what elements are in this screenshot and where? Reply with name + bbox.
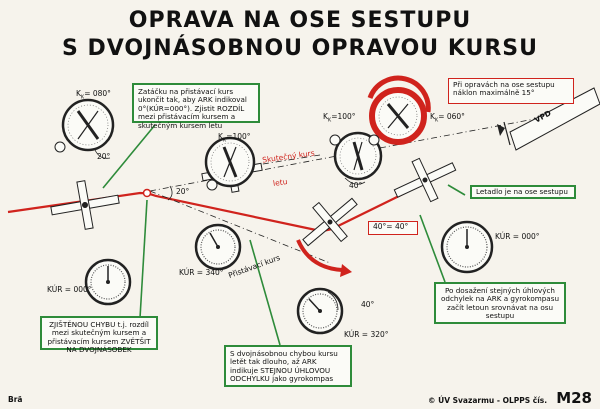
marker-circle-4 bbox=[368, 134, 380, 146]
ark-instrument-2 bbox=[204, 136, 256, 188]
angle-40-label-1: 40° bbox=[349, 181, 363, 190]
angle-arc-20-1 bbox=[94, 149, 111, 159]
green-pointers bbox=[102, 124, 466, 346]
runway-beacon bbox=[497, 124, 505, 136]
marker-circle-1 bbox=[54, 141, 66, 153]
note-align-on-axis: Po dosažení stejných úhlových odchylek n… bbox=[434, 282, 566, 324]
title-line-1: OPRAVA NA OSE SESTUPU bbox=[128, 8, 472, 33]
marker-circle-2 bbox=[206, 179, 218, 191]
marker-circle-3 bbox=[329, 134, 341, 146]
kk-060-sub: K bbox=[434, 117, 439, 124]
ark-instrument-3 bbox=[333, 131, 383, 181]
kur-340-label: KÚR = 340° bbox=[179, 268, 224, 277]
note-double-error-text: ZJIŠTĚNOU CHYBU t.j. rozdíl mezi skutečn… bbox=[47, 320, 151, 355]
note-fly-double-error-text: S dvojnásobnou chybou kursu letět tak dl… bbox=[230, 349, 338, 384]
gyro-compass-1 bbox=[84, 258, 132, 306]
gyro-compass-2 bbox=[194, 223, 242, 271]
kk-060-label: KK= 060° bbox=[430, 112, 465, 124]
note-on-glideslope: Letadlo je na ose sestupu bbox=[470, 185, 576, 199]
kk-100a-k: K bbox=[218, 132, 223, 141]
kk-060-k: K bbox=[430, 112, 435, 121]
note-on-glideslope-text: Letadlo je na ose sestupu bbox=[476, 187, 568, 196]
ark-instrument-4 bbox=[369, 87, 427, 145]
kur-000-label-a: KÚR = 000° bbox=[47, 285, 92, 294]
angle-arc-40-1 bbox=[344, 177, 366, 185]
ark-instrument-1 bbox=[61, 98, 115, 152]
aircraft-1 bbox=[50, 180, 120, 230]
aircraft-4 bbox=[393, 157, 457, 203]
note-bank-limit-text: Při opravách na ose sestupu náklon maxim… bbox=[453, 80, 555, 98]
landing-course-line bbox=[149, 190, 331, 264]
kk-100-label-b: KK=100° bbox=[323, 112, 356, 124]
aircraft-3 bbox=[302, 197, 358, 247]
footer-right: © ÚV Svazarmu - OLPPS čís. bbox=[428, 396, 548, 405]
angle-equality-box: 40°= 40° bbox=[368, 221, 418, 235]
turn-arc-1 bbox=[296, 239, 343, 272]
pointer-note1 bbox=[102, 124, 156, 189]
note-align-on-axis-text: Po dosažení stejných úhlových odchylek n… bbox=[440, 286, 559, 321]
angle-40-label-2: 40° bbox=[361, 300, 375, 309]
kk-100b-sub: K bbox=[327, 117, 332, 124]
title-line-2: S DVOJNÁSOBNOU OPRAVOU KURSU bbox=[61, 36, 539, 61]
turn-arc-2 bbox=[367, 75, 431, 113]
kk-080-k: K bbox=[76, 89, 81, 98]
angle-20-label-1: 20° bbox=[97, 152, 111, 161]
course-ref-line bbox=[249, 154, 321, 167]
kk-100a-sub: K bbox=[222, 137, 227, 144]
kur-320-label: KÚR = 320° bbox=[344, 330, 389, 339]
note-bank-limit: Při opravách na ose sestupu náklon maxim… bbox=[448, 78, 574, 104]
kk-080-sub: K bbox=[80, 94, 85, 101]
gyro-compass-4 bbox=[440, 220, 494, 274]
kk-100b-value: =100° bbox=[331, 112, 356, 121]
angle-arc-20-2 bbox=[167, 185, 173, 201]
pointer-note4 bbox=[139, 199, 148, 319]
sheet-code: M28 bbox=[556, 389, 592, 407]
note-double-error: ZJIŠTĚNOU CHYBU t.j. rozdíl mezi skutečn… bbox=[40, 316, 158, 354]
angle-arc-40-2 bbox=[327, 291, 339, 311]
turn-point-marker bbox=[142, 188, 152, 198]
runway-threshold bbox=[503, 121, 511, 146]
pointer-note3 bbox=[447, 184, 466, 196]
note-turn-to-landing: Zatáčku na přistávací kurs ukončit tak, … bbox=[132, 83, 260, 129]
kk-100a-value: =100° bbox=[226, 132, 251, 141]
kk-080-label: KK= 080° bbox=[76, 89, 111, 101]
kk-060-value: = 060° bbox=[438, 112, 465, 121]
kk-080-value: = 080° bbox=[84, 89, 111, 98]
angle-equality-text: 40°= 40° bbox=[373, 222, 409, 231]
footer-left: Brä bbox=[8, 395, 23, 404]
gyro-compass-3 bbox=[296, 287, 344, 335]
angle-20-label-2: 20° bbox=[176, 187, 190, 196]
turn-arc-arrow-1 bbox=[340, 264, 352, 277]
note-fly-double-error: S dvojnásobnou chybou kursu letět tak dl… bbox=[224, 345, 352, 387]
kk-100-label-a: KK=100° bbox=[218, 132, 251, 144]
kk-100b-k: K bbox=[323, 112, 328, 121]
note-turn-to-landing-text: Zatáčku na přistávací kurs ukončit tak, … bbox=[138, 87, 247, 130]
kur-000-label-b: KÚR = 000° bbox=[495, 232, 540, 241]
pointer-note6 bbox=[419, 214, 446, 283]
pointer-note5 bbox=[249, 239, 281, 346]
